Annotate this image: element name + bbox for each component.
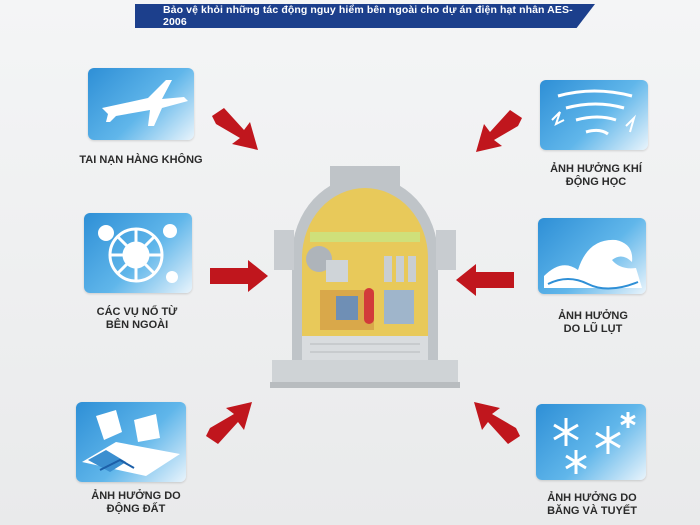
earthquake-icon [82,410,180,476]
earthquake-tile [76,402,186,482]
aerodynamic-label: ẢNH HƯỞNG KHÍ ĐỘNG HỌC [550,163,642,188]
airplane-icon [102,80,188,126]
arrow-top-right [476,110,522,152]
snow-label: ẢNH HƯỞNG DO BĂNG VÀ TUYẾT [547,492,637,517]
snow-tile [536,404,646,480]
title-banner: Bảo vệ khỏi những tác động nguy hiểm bên… [135,4,595,28]
air-crash-label: TAI NẠN HÀNG KHÔNG [79,154,203,166]
arrow-bottom-left [206,402,252,444]
earthquake-label: ẢNH HƯỞNG DO ĐỘNG ĐẤT [91,490,181,515]
wave-icon [544,239,642,290]
flood-tile [538,218,646,294]
arrow-mid-left [210,260,268,292]
arrow-top-left [212,108,258,150]
reactor-building [270,166,460,388]
explosion-icon [98,224,178,283]
flood-label: ẢNH HƯỞNG DO LŨ LỤT [558,310,628,335]
arrow-mid-right [456,264,514,296]
arrow-bottom-right [474,402,520,444]
explosions-tile [84,213,192,293]
title-text: Bảo vệ khỏi những tác động nguy hiểm bên… [163,4,573,28]
aerodynamic-tile [540,80,648,150]
tornado-icon [551,89,637,136]
explosions-label: CÁC VỤ NỔ TỪ BÊN NGOÀI [96,306,178,331]
snowflake-icon [553,412,636,474]
air-crash-tile [88,68,194,140]
